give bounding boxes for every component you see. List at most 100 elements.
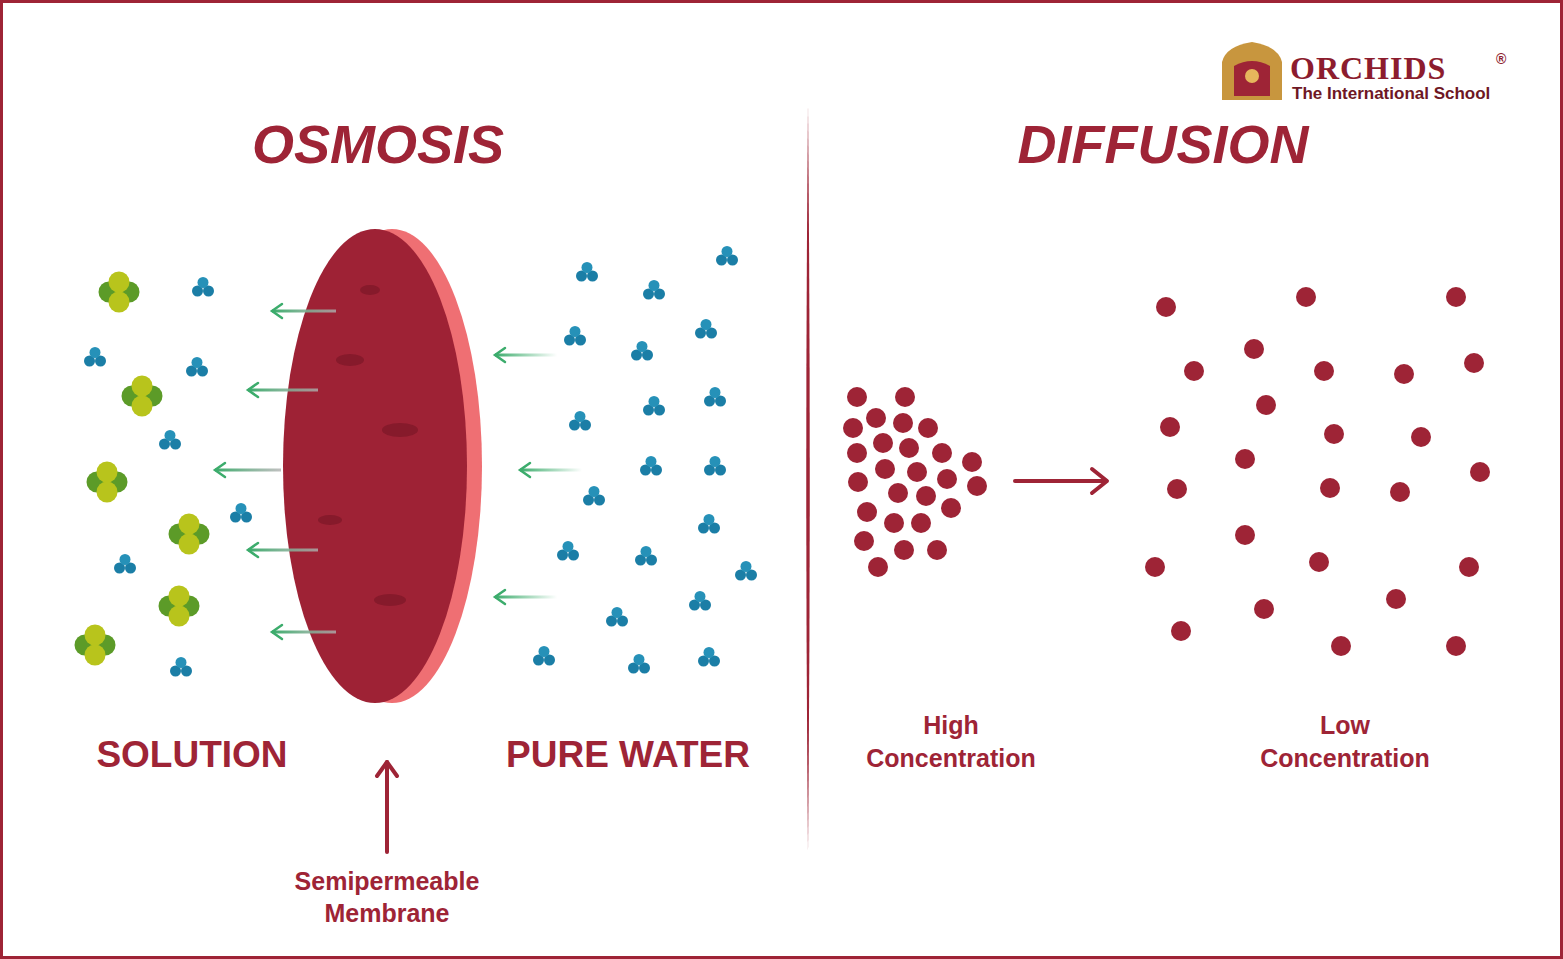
water-molecule [606,607,628,627]
membrane-texture [374,594,406,606]
water-molecule [695,319,717,339]
flow-arrow-head [248,383,258,397]
membrane-texture [336,354,364,366]
particle [1314,361,1334,381]
water-molecule [698,514,720,534]
high-concentration-particles [843,387,987,577]
pointer-arrows [377,469,1107,852]
particle [1244,339,1264,359]
particle [1320,478,1340,498]
particle [1386,589,1406,609]
flow-arrow-tail [248,549,318,552]
water-molecule [576,262,598,282]
particle [895,387,915,407]
flow-arrow-head [248,543,258,557]
particle [1390,482,1410,502]
particle [866,408,886,428]
particle [927,540,947,560]
particle [1256,395,1276,415]
flow-arrow-head [495,348,505,362]
water-molecule [186,357,208,377]
water-molecules [84,246,757,677]
flow-arrow-tail [248,389,318,392]
water-molecule [640,456,662,476]
water-molecule [170,657,192,677]
particle [848,472,868,492]
flow-arrow-tail [272,631,336,634]
flow-arrow-head [272,625,282,639]
water-molecule [569,411,591,431]
particle [1324,424,1344,444]
membrane-pointer-head [377,762,397,776]
flow-arrow-head [495,590,505,604]
side-label: SOLUTION [42,733,342,777]
water-flow-arrows [215,304,582,639]
particle [1470,462,1490,482]
particle [937,469,957,489]
particle [873,433,893,453]
water-molecule [114,554,136,574]
particle [1145,557,1165,577]
particle [1167,479,1187,499]
particle [1156,297,1176,317]
flow-arrow-tail [495,596,557,599]
concentration-label: Low Concentration [1235,709,1455,775]
membrane-texture [360,285,380,295]
solute-molecule [122,376,163,417]
particle [967,476,987,496]
section-divider [806,105,810,852]
membrane-pointer-line [385,762,389,852]
particle [962,452,982,472]
membrane-label: Semipermeable Membrane [257,865,517,929]
flow-arrow-head [215,463,225,477]
particle [847,387,867,407]
particle [1446,636,1466,656]
solute-molecule [99,272,140,313]
particle [1394,364,1414,384]
particle [857,502,877,522]
emblem-flower [1245,69,1259,83]
diffusion-arrow-head [1092,469,1107,493]
flow-arrow-head [272,304,282,318]
particle [854,531,874,551]
water-molecule [643,396,665,416]
solute-molecule [75,625,116,666]
particle [843,418,863,438]
particle [932,443,952,463]
flow-arrow-tail [215,469,281,472]
water-molecule [635,546,657,566]
particle [1160,417,1180,437]
solute-molecule [159,586,200,627]
membrane-texture [382,423,418,437]
particle [1464,353,1484,373]
particle [1309,552,1329,572]
water-molecule [631,341,653,361]
particle [1411,427,1431,447]
particle [1446,287,1466,307]
water-molecule [698,647,720,667]
emblem-core [1234,61,1270,96]
section-heading: OSMOSIS [178,112,578,176]
particle [1296,287,1316,307]
water-molecule [643,280,665,300]
school-tagline: The International School [1292,84,1522,104]
particle [894,540,914,560]
flow-arrow-head [520,463,530,477]
particle [1235,449,1255,469]
water-molecule [533,646,555,666]
water-molecule [704,456,726,476]
membrane-texture [318,515,342,525]
water-molecule [735,561,757,581]
particle [1459,557,1479,577]
particle [1254,599,1274,619]
particle [911,513,931,533]
water-molecule [159,430,181,450]
water-molecule [564,326,586,346]
particle [875,459,895,479]
particle [1331,636,1351,656]
side-label: PURE WATER [468,733,788,777]
